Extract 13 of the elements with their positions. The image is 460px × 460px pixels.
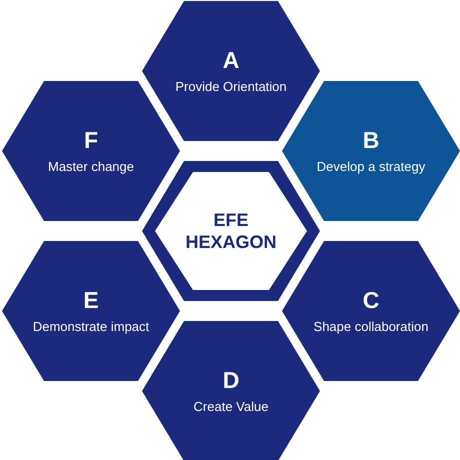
hexagon-letter: C (362, 286, 380, 314)
hexagon-letter: E (83, 286, 99, 314)
hexagon-label: Shape collaboration (314, 318, 428, 336)
hexagon-label: Develop a strategy (316, 158, 426, 176)
hexagon-letter: B (362, 126, 380, 154)
hexagon-label: Master change (48, 158, 134, 176)
hexagon-letter: A (222, 46, 240, 74)
hexagon-label: Create Value (194, 398, 268, 416)
hexagon-title: EFE HEXAGON (184, 209, 278, 253)
hexagon-letter: F (84, 126, 98, 154)
hexagon-letter: D (222, 366, 240, 394)
hexagon-label: Demonstrate impact (32, 318, 150, 336)
hexagon-label: Provide Orientation (175, 78, 287, 96)
